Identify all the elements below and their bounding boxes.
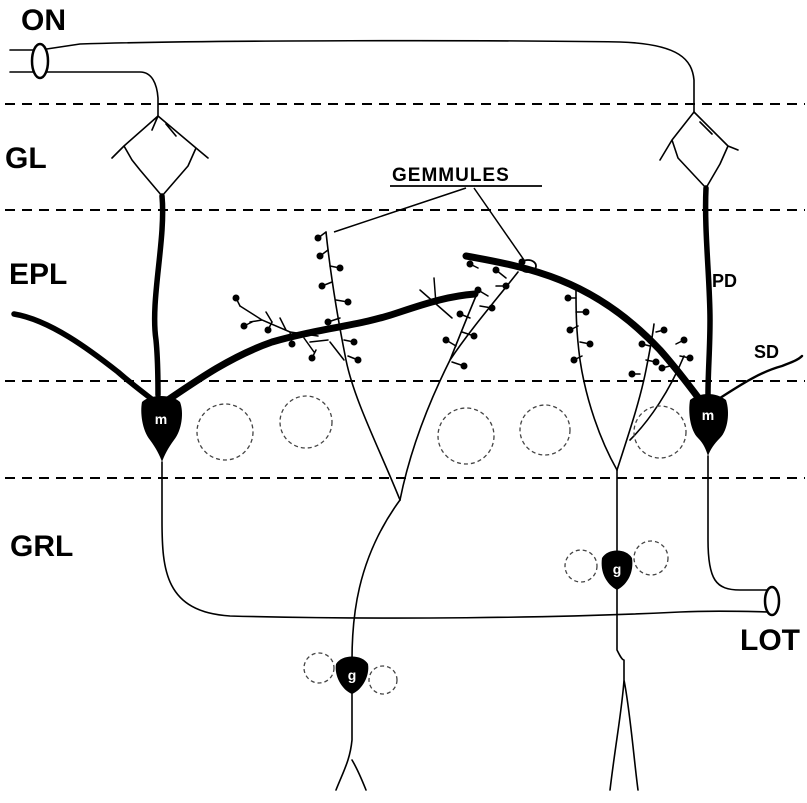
- gemmule-knob: [488, 304, 496, 312]
- gemmules-callout: GEMMULES: [333, 165, 542, 261]
- gemmules-pointer-left: [333, 187, 467, 233]
- gemmule-knob: [232, 294, 240, 302]
- granule-cell-right: g: [575, 289, 685, 791]
- left-secondary-dendrite-left: [11, 311, 161, 407]
- gemmule-knob: [308, 354, 316, 362]
- gemmule-knob: [316, 252, 324, 260]
- layer-boundaries: [5, 103, 805, 479]
- gemmule-knob: [240, 322, 248, 330]
- gemmule-knob: [660, 326, 668, 334]
- mitral-right-letter: m: [702, 407, 714, 423]
- gemmule-knob: [466, 260, 474, 268]
- gemmule-knob: [474, 286, 482, 294]
- label-on: ON: [21, 4, 66, 37]
- left-granule-branch-b: [399, 295, 477, 501]
- right-soma: [689, 394, 728, 456]
- left-granule-branch-c: [449, 271, 519, 361]
- gemmule-knob: [652, 358, 660, 366]
- dashed-circle: [279, 395, 333, 449]
- right-secondary-dendrite-right: [718, 354, 804, 400]
- dashed-cell-outlines: [196, 395, 687, 695]
- dashed-circle: [303, 652, 335, 684]
- gemmule-knob: [566, 326, 574, 334]
- gemmule-knob: [456, 310, 464, 318]
- gemmule-knob: [582, 308, 590, 316]
- gemmules-pointer-right: [473, 187, 525, 261]
- olfactory-nerve-fibers: [9, 39, 695, 117]
- mitral-cell-left: m: [11, 193, 776, 619]
- right-granule-axon: [609, 583, 639, 791]
- left-granule-twigs: [239, 277, 453, 361]
- dashed-circle: [633, 405, 687, 459]
- gemmule-knob: [570, 356, 578, 364]
- left-axon: [161, 461, 776, 619]
- label-gl: GL: [5, 142, 47, 175]
- on-bundle-ring: [30, 42, 50, 80]
- left-primary-dendrite: [151, 193, 166, 398]
- on-fiber-bottom: [9, 71, 159, 117]
- gemmule-knob: [586, 340, 594, 348]
- granule-left-letter: g: [348, 667, 357, 683]
- left-granule-branch-a: [325, 231, 401, 501]
- label-sd: SD: [754, 342, 779, 362]
- right-axon: [707, 455, 776, 591]
- gemmule-knob: [344, 298, 352, 306]
- gemmule-spines: [232, 231, 694, 378]
- right-granule-soma: [601, 550, 633, 590]
- gemmule-knob: [564, 294, 572, 302]
- gemmule-knob: [470, 332, 478, 340]
- dashed-circle: [633, 540, 669, 576]
- dashed-circle: [564, 549, 598, 583]
- glomerular-tufts: [111, 111, 739, 197]
- left-secondary-dendrite-right: [158, 290, 479, 408]
- label-epl: EPL: [9, 258, 67, 291]
- left-granule-axon: [335, 689, 367, 791]
- gemmule-stalks: [235, 231, 691, 375]
- dashed-circle: [437, 407, 495, 465]
- gemmule-knob: [658, 364, 666, 372]
- dashed-circle: [519, 404, 571, 456]
- gemmule-knob: [350, 338, 358, 346]
- label-grl: GRL: [10, 530, 73, 563]
- gemmule-knobs: [232, 234, 694, 378]
- gemmule-knob: [354, 356, 362, 364]
- label-pd: PD: [712, 271, 737, 291]
- right-granule-branch-a: [575, 289, 618, 471]
- gemmule-knob: [314, 234, 322, 242]
- gemmule-knob: [336, 264, 344, 272]
- left-granule-main-dendrite: [351, 499, 401, 661]
- gemmule-knob: [324, 318, 332, 326]
- right-granule-branch-b: [616, 323, 655, 471]
- on-fiber-top: [9, 39, 695, 113]
- gemmule-contact-ring: [519, 259, 537, 273]
- gemmule-knob: [502, 282, 510, 290]
- label-lot: LOT: [740, 624, 800, 657]
- gemmule-knob: [442, 336, 450, 344]
- left-granule-soma: [335, 656, 369, 694]
- left-tuft: [111, 115, 209, 197]
- gemmule-knob: [492, 266, 500, 274]
- mitral-left-letter: m: [155, 411, 167, 427]
- lot-bundle-ring: [763, 585, 781, 617]
- left-soma: [141, 396, 182, 462]
- granule-right-letter: g: [613, 561, 622, 577]
- right-primary-dendrite: [702, 185, 713, 398]
- gemmule-knob: [638, 340, 646, 348]
- mitral-cell-right: m: [462, 185, 804, 617]
- gemmules-label: GEMMULES: [392, 165, 510, 186]
- dashed-circle: [368, 665, 398, 695]
- gemmule-knob: [318, 282, 326, 290]
- gemmule-knob: [264, 326, 272, 334]
- gemmule-knob: [628, 370, 636, 378]
- gemmule-knob: [460, 362, 468, 370]
- granule-cell-left: g: [239, 231, 519, 791]
- gemmule-knob: [288, 340, 296, 348]
- dashed-circle: [196, 403, 254, 461]
- gemmule-knob: [686, 354, 694, 362]
- gemmule-knob: [680, 336, 688, 344]
- right-granule-branch-c: [629, 355, 685, 441]
- right-tuft: [659, 111, 739, 189]
